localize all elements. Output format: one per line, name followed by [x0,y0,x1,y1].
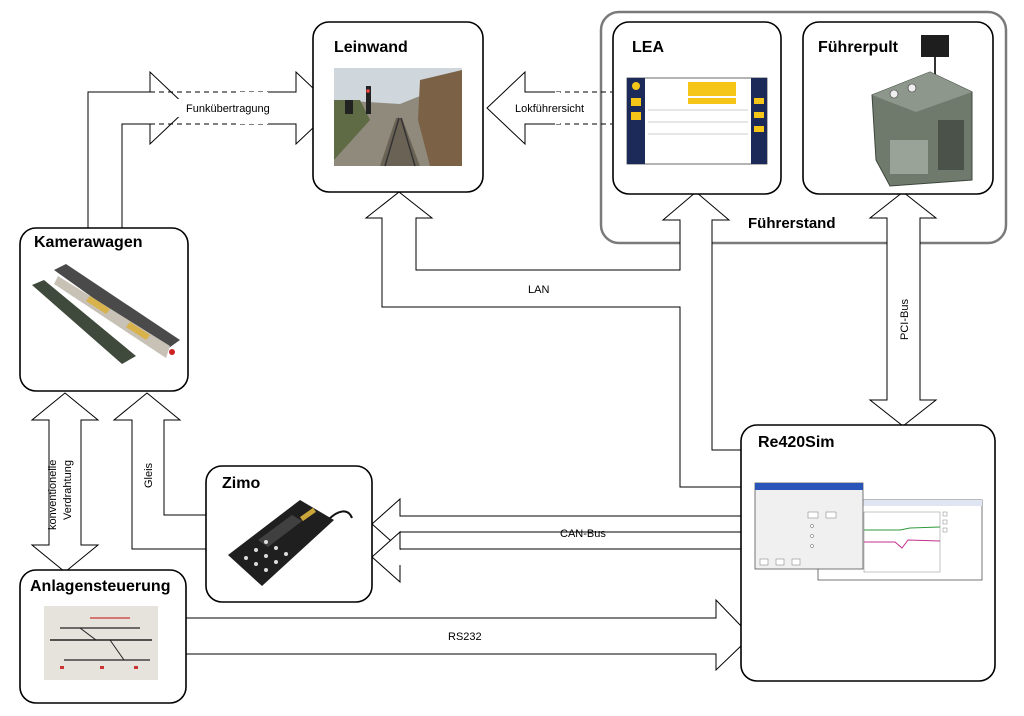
lan-label: LAN [528,284,549,296]
anlagensteuerung-box: Anlagensteuerung [19,569,187,704]
lokfuehrersicht-label: Lokführersicht [515,103,584,115]
drivers-desk-image [871,35,973,187]
pci-label: PCI-Bus [899,299,911,340]
fuehrerstand-group: Führerstand [599,10,1008,245]
zimo-box: Zimo [205,465,373,603]
fuehrerstand-label: Führerstand [748,215,836,232]
can-arrow: CAN-Bus [371,497,743,551]
rs232-label: RS232 [448,631,482,643]
camera-car-image [32,264,180,364]
handheld-controller-image [228,500,353,586]
anlagensteuerung-title: Anlagensteuerung [30,578,170,595]
lea-screen-image [626,77,768,165]
verdrahtung-arrow: konventionelle Verdrahtung [30,392,100,573]
leinwand-box: Leinwand [312,21,484,193]
track-panel-image [44,606,158,680]
track-view-image [334,68,462,167]
funk-label: Funkübertragung [186,103,270,115]
re420sim-box: Re420Sim [740,424,996,682]
can-label: CAN-Bus [560,528,606,540]
zimo-title: Zimo [222,475,260,492]
kamerawagen-title: Kamerawagen [34,234,143,251]
gleis-label: Gleis [143,462,155,488]
leinwand-title: Leinwand [334,39,408,56]
lan-arrow: LAN [364,191,742,488]
simulator-screens-image [754,482,983,581]
lea-title: LEA [632,39,664,56]
kamerawagen-box: Kamerawagen [19,227,189,392]
fuehrerpult-box: Führerpult [802,21,994,195]
rs232-arrow: RS232 [186,598,743,672]
re420sim-title: Re420Sim [758,434,835,451]
konv-label-2: Verdrahtung [62,460,74,520]
gleis-arrow: Gleis [112,392,742,584]
lea-box: LEA [612,21,782,195]
pci-arrow: PCI-Bus [868,191,938,427]
konv-label-1: konventionelle [47,460,59,530]
fuehrerpult-title: Führerpult [818,39,899,56]
funk-arrow: Funkübertragung [87,70,335,228]
lokfuehrersicht-arrow: Lokführersicht [486,70,612,146]
